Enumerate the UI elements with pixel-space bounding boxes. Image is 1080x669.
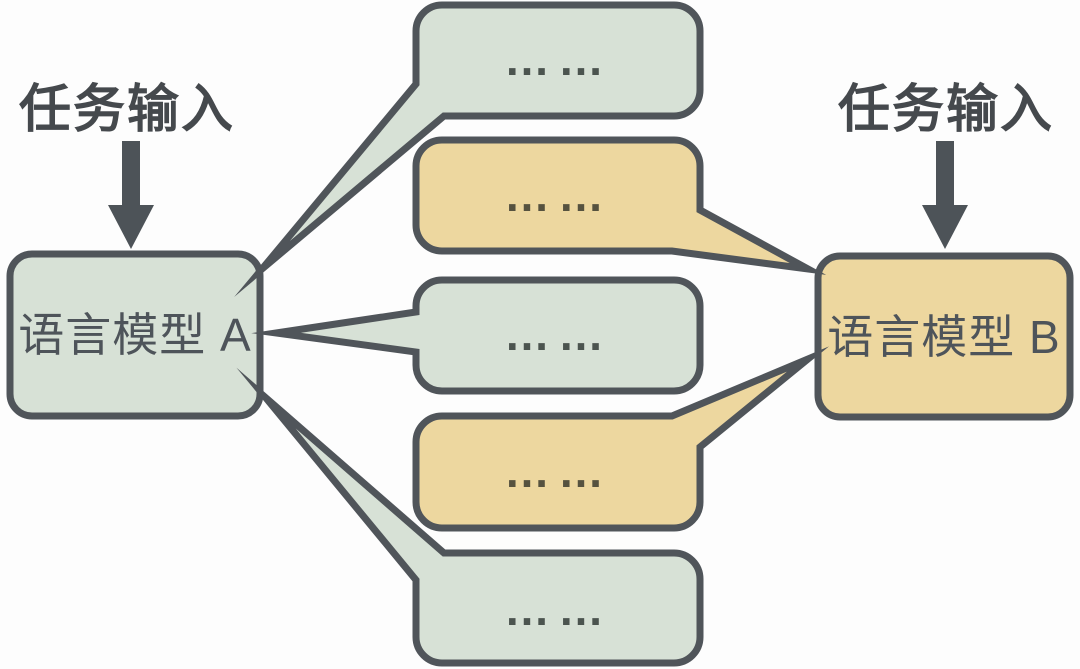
speech-bubble-2: …… <box>412 136 827 275</box>
model-b-box <box>814 252 1074 421</box>
task-input-label-right: 任务输入 <box>838 81 1054 139</box>
speech-bubble-3-text: …… <box>504 308 612 360</box>
model-a-label: 语言模型 A <box>18 309 251 361</box>
speech-bubble-3: …… <box>251 276 704 395</box>
speech-bubble-1-text: …… <box>504 33 612 85</box>
down-arrow-icon-left <box>108 141 154 249</box>
model-b-label: 语言模型 B <box>827 311 1060 363</box>
speech-bubble-5-shape <box>236 367 704 667</box>
speech-bubble-5-text: …… <box>504 583 612 635</box>
speech-bubble-4-text: …… <box>504 445 612 497</box>
task-input-label-left: 任务输入 <box>19 81 235 139</box>
speech-bubble-1: …… <box>234 1 704 297</box>
speech-bubble-3-shape <box>251 276 704 395</box>
speech-bubble-2-text: …… <box>504 169 612 221</box>
model-a-box <box>6 250 264 420</box>
down-arrow-icon-right <box>922 141 968 249</box>
speech-bubble-1-shape <box>234 1 704 297</box>
speech-bubble-4-shape <box>412 346 830 532</box>
speech-bubble-5: …… <box>236 367 704 667</box>
speech-bubble-4: …… <box>412 346 830 532</box>
speech-bubble-2-shape <box>412 136 827 275</box>
